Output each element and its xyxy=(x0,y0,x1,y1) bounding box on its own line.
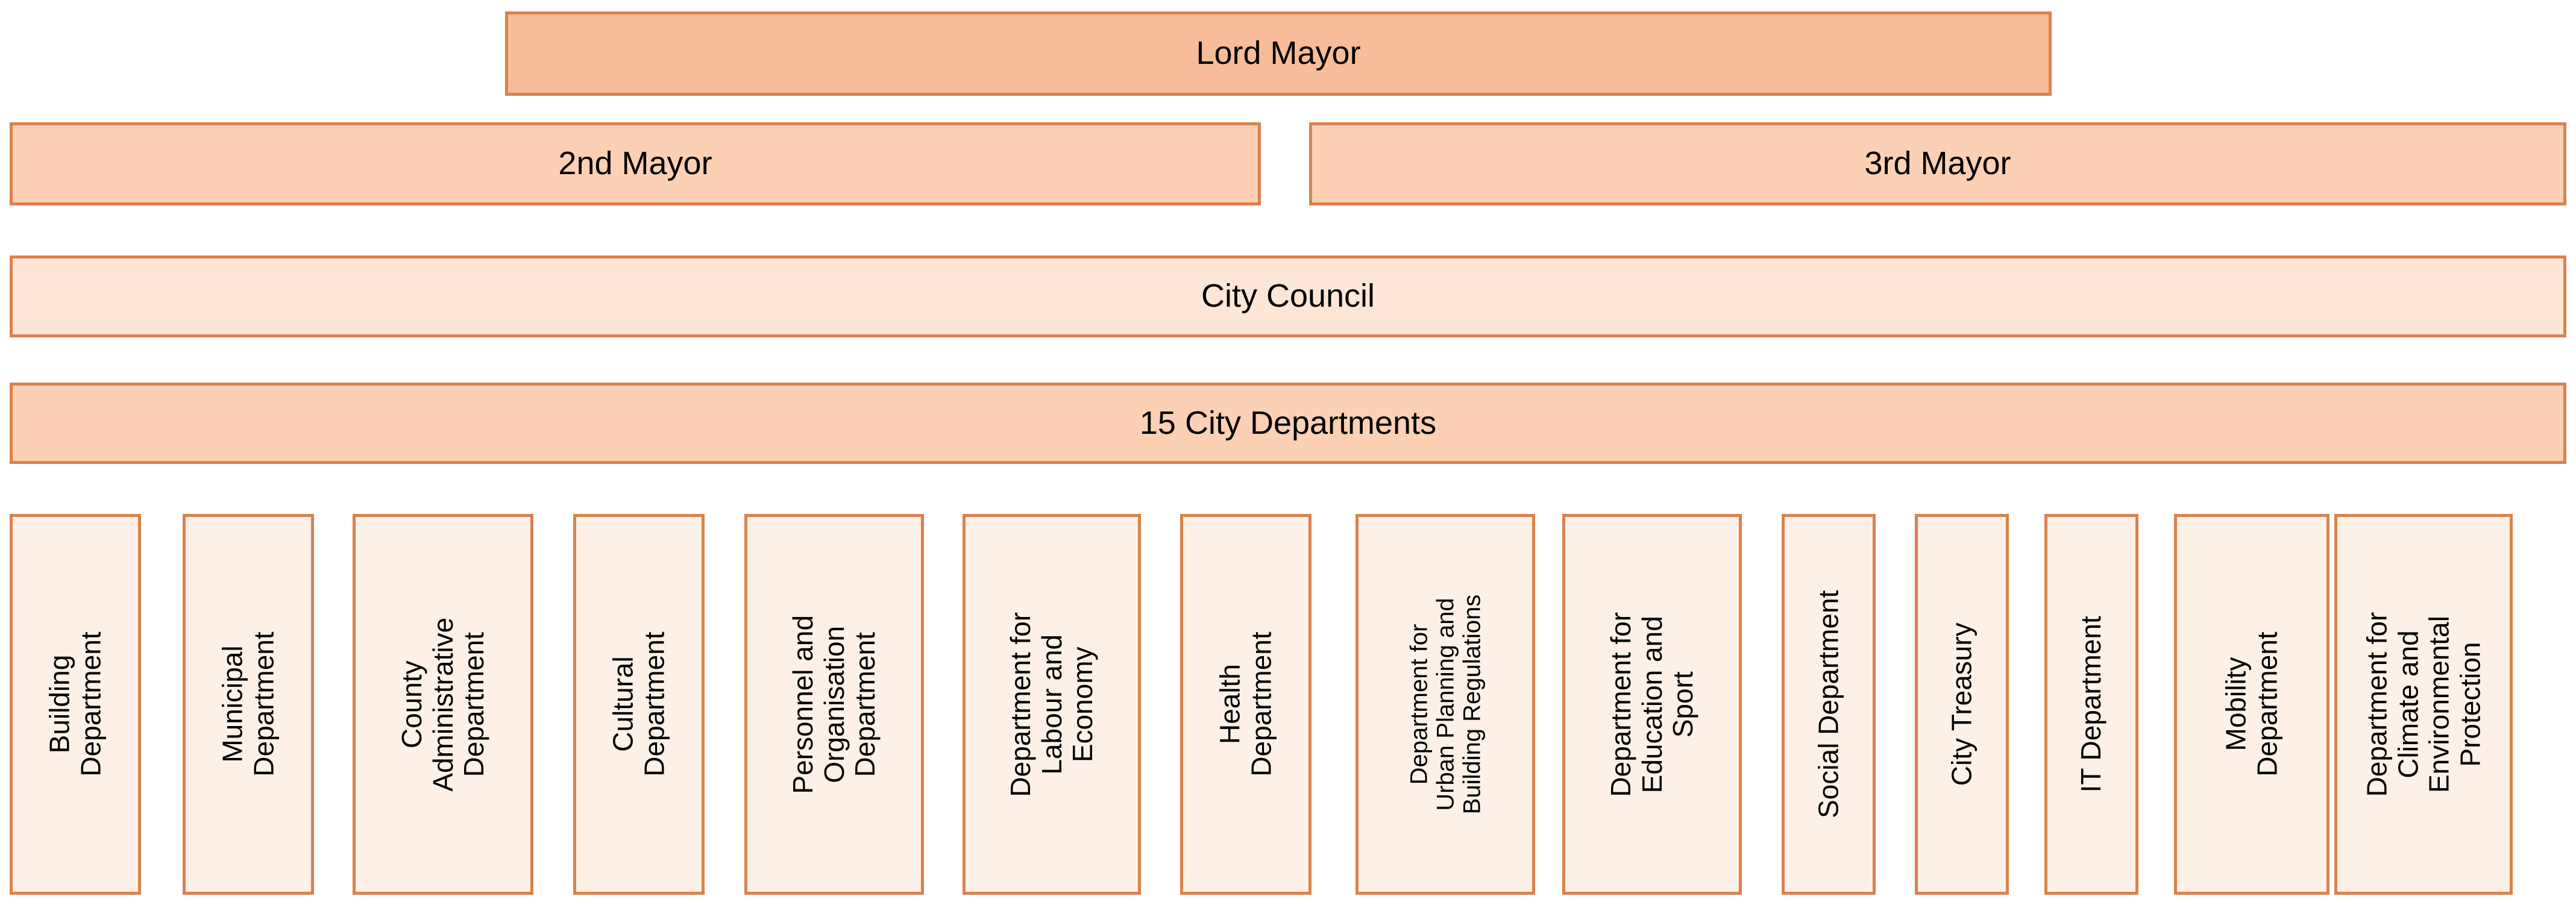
dept-county-administrative: County Administrative Department xyxy=(353,514,533,895)
dept-labour-economy-label: Department for Labour and Economy xyxy=(1004,612,1098,797)
dept-personnel-organisation: Personnel and Organisation Department xyxy=(744,514,924,895)
second-mayor-box: 2nd Mayor xyxy=(10,122,1261,205)
dept-social: Social Department xyxy=(1782,514,1876,895)
city-council-label: City Council xyxy=(1201,278,1375,315)
dept-labour-economy: Department for Labour and Economy xyxy=(963,514,1141,895)
dept-municipal-label: Municipal Department xyxy=(216,631,279,777)
dept-it-label: IT Department xyxy=(2075,616,2107,793)
dept-cultural: Cultural Department xyxy=(573,514,705,895)
dept-climate-environmental: Department for Climate and Environmental… xyxy=(2334,514,2513,895)
dept-social-label: Social Department xyxy=(1812,590,1844,819)
dept-building-label: Building Department xyxy=(43,631,106,777)
dept-mobility-label: Mobility Department xyxy=(2220,631,2282,777)
dept-education-sport-label: Department for Education and Sport xyxy=(1604,612,1698,797)
dept-urban-planning: Department for Urban Planning and Buildi… xyxy=(1356,514,1535,895)
city-departments-label: 15 City Departments xyxy=(1139,404,1437,441)
dept-health-label: Health Department xyxy=(1214,631,1277,777)
third-mayor-box: 3rd Mayor xyxy=(1309,122,2566,205)
third-mayor-label: 3rd Mayor xyxy=(1864,145,2011,182)
city-council-box: City Council xyxy=(10,255,2566,337)
dept-building: Building Department xyxy=(10,514,141,895)
dept-climate-environmental-label: Department for Climate and Environmental… xyxy=(2360,612,2486,797)
dept-county-administrative-label: County Administrative Department xyxy=(395,617,489,792)
lord-mayor-label: Lord Mayor xyxy=(1196,35,1361,72)
lord-mayor-box: Lord Mayor xyxy=(505,11,2052,96)
dept-city-treasury: City Treasury xyxy=(1915,514,2009,895)
dept-municipal: Municipal Department xyxy=(183,514,314,895)
dept-it: IT Department xyxy=(2044,514,2138,895)
dept-cultural-label: Cultural Department xyxy=(607,631,670,777)
dept-city-treasury-label: City Treasury xyxy=(1946,622,1978,786)
dept-education-sport: Department for Education and Sport xyxy=(1562,514,1742,895)
city-departments-box: 15 City Departments xyxy=(10,383,2566,464)
dept-urban-planning-label: Department for Urban Planning and Buildi… xyxy=(1406,594,1485,815)
second-mayor-label: 2nd Mayor xyxy=(558,145,712,182)
dept-mobility: Mobility Department xyxy=(2174,514,2329,895)
dept-personnel-organisation-label: Personnel and Organisation Department xyxy=(787,615,881,794)
dept-health: Health Department xyxy=(1180,514,1312,895)
